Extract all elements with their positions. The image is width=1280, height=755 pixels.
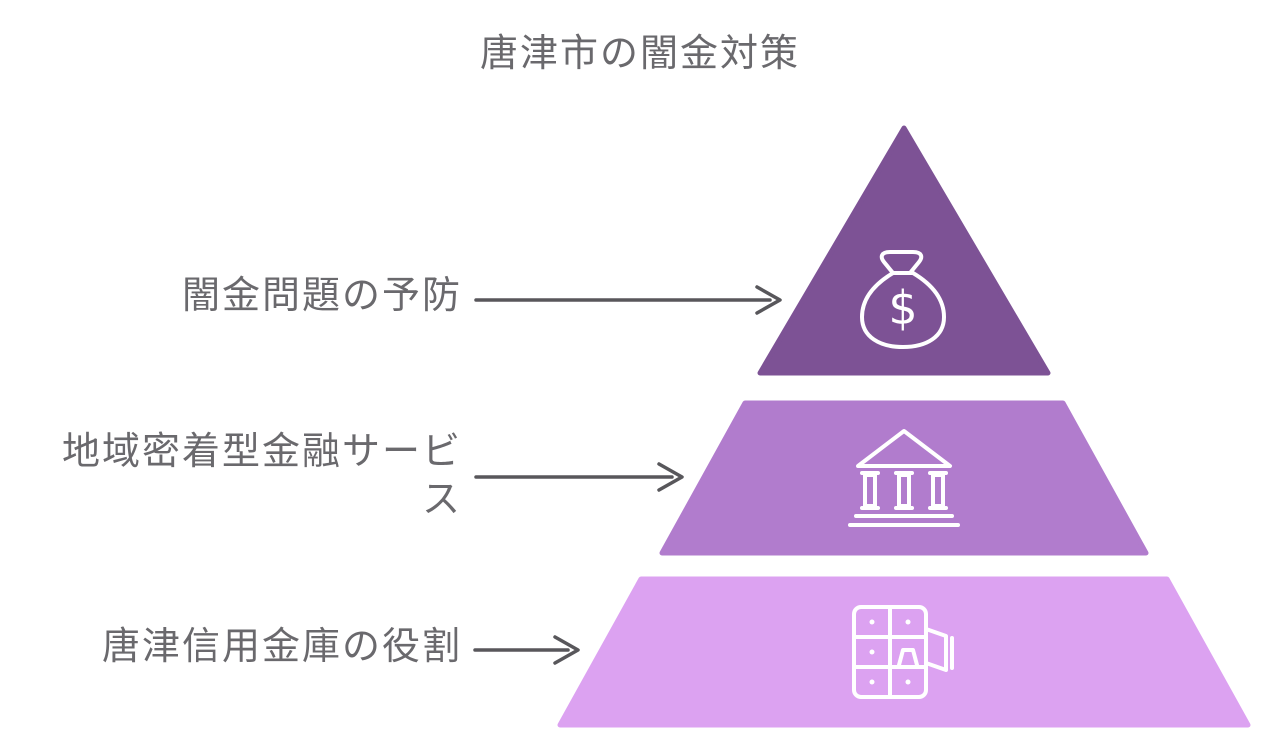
diagram-title: 唐津市の闇金対策 <box>479 33 800 75</box>
money-bag-icon: $ <box>860 250 946 349</box>
pyramid-level-2 <box>659 400 1149 556</box>
label-level-2: 地域密着型金融サービス <box>61 431 462 521</box>
label-level-1: 闇金問題の予防 <box>181 275 462 317</box>
bank-icon <box>848 429 960 527</box>
dollar-glyph: $ <box>888 281 917 335</box>
arrow-to-level-1 <box>474 285 782 315</box>
safe-deposit-boxes-icon <box>852 605 954 699</box>
label-level-3: 唐津信用金庫の役割 <box>101 626 462 668</box>
arrow-to-level-2 <box>474 462 684 492</box>
arrow-to-level-3 <box>473 635 580 665</box>
